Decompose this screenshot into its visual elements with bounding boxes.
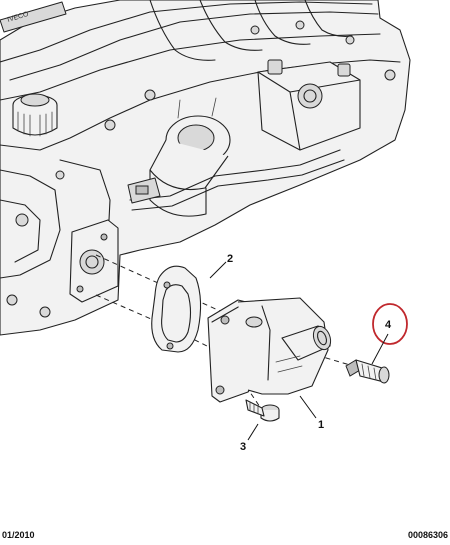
engine-block: IVECO	[0, 0, 411, 336]
egr-valve	[149, 97, 231, 217]
callout-number-4: 4	[385, 319, 392, 331]
oil-filler-cap	[12, 93, 58, 137]
callout-4-highlight-circle	[372, 303, 408, 345]
thermostat-housing	[207, 297, 332, 403]
bolt	[245, 399, 280, 422]
callout-number-1: 1	[318, 419, 324, 431]
footer-reference-number: 00086306	[407, 530, 448, 540]
gasket	[151, 265, 202, 353]
engine-bolts	[55, 20, 396, 180]
footer-date: 01/2010	[2, 530, 35, 540]
callout-leaders	[209, 261, 389, 441]
callout-number-3: 3	[240, 441, 246, 453]
callout-number-2: 2	[227, 253, 233, 265]
temperature-sensor	[345, 359, 390, 384]
actuator	[257, 59, 361, 151]
